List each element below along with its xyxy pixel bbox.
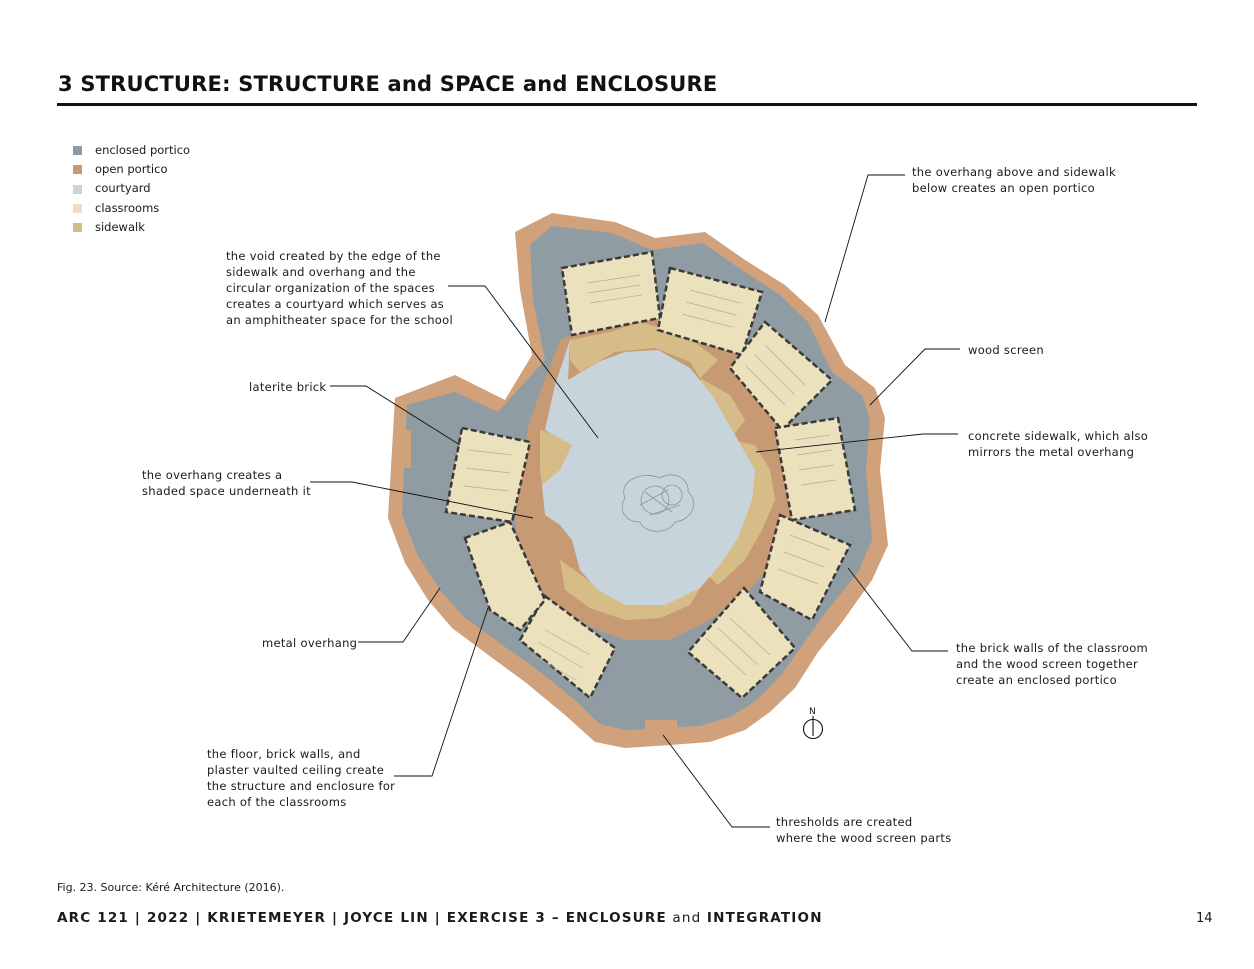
classroom	[444, 426, 532, 524]
courtyard-area	[542, 340, 755, 605]
classrooms	[444, 250, 857, 700]
legend-item-classrooms: classrooms	[73, 199, 190, 218]
north-label: N	[809, 707, 816, 717]
legend-item-open-portico: open portico	[73, 160, 190, 179]
leader-line	[330, 385, 461, 446]
leader-line	[869, 348, 960, 406]
classroom	[518, 594, 617, 700]
annotation-void-courtyard: the void created by the edge of the side…	[226, 249, 453, 327]
leader-line	[755, 433, 958, 453]
leader-line	[358, 587, 441, 643]
leader-line	[847, 567, 948, 652]
north-arrow: N	[802, 707, 824, 740]
legend-swatch	[73, 146, 82, 156]
classroom	[728, 320, 834, 432]
leader-line	[394, 607, 489, 777]
leader-lines	[310, 174, 960, 828]
classroom	[560, 250, 662, 337]
classroom	[686, 586, 797, 700]
desk-hatching	[463, 274, 837, 681]
footer-and: and	[666, 910, 707, 926]
legend-label: sidewalk	[95, 220, 145, 235]
annotation-floor-walls: the floor, brick walls, and plaster vaul…	[207, 747, 396, 809]
annotation-wood-screen: wood screen	[968, 343, 1044, 357]
legend-item-sidewalk: sidewalk	[73, 218, 190, 237]
annotation-thresholds: thresholds are created where the wood sc…	[776, 815, 952, 845]
threshold-notch	[395, 430, 411, 468]
annotation-laterite-brick: laterite brick	[249, 380, 327, 394]
sidewalk-area	[700, 378, 775, 585]
legend-swatch	[73, 165, 82, 175]
leader-line	[662, 734, 770, 828]
threshold-notch	[645, 720, 677, 742]
annotation-concrete-sidewalk: concrete sidewalk, which also mirrors th…	[968, 429, 1149, 459]
footer: ARC 121 | 2022 | KRIETEMEYER | JOYCE LIN…	[57, 910, 823, 926]
page-title: 3 STRUCTURE: STRUCTURE and SPACE and ENC…	[58, 72, 718, 96]
title-rule	[57, 103, 1197, 106]
legend-label: courtyard	[95, 181, 151, 196]
leader-line	[448, 285, 599, 439]
legend-swatch	[73, 184, 82, 194]
figure-caption: Fig. 23. Source: Kéré Architecture (2016…	[57, 881, 285, 894]
classroom	[463, 520, 547, 632]
footer-integration: INTEGRATION	[706, 910, 823, 926]
leader-line	[310, 481, 534, 519]
legend: enclosed portico open portico courtyard …	[73, 141, 190, 237]
leader-line	[824, 174, 905, 323]
legend-swatch	[73, 223, 82, 233]
legend-label: classrooms	[95, 200, 160, 215]
annotation-overhang-shade: the overhang creates a shaded space unde…	[142, 468, 311, 498]
legend-item-enclosed-portico: enclosed portico	[73, 141, 190, 160]
page-number: 14	[1196, 911, 1213, 926]
classroom	[656, 266, 764, 357]
footer-course: ARC 121 | 2022 | KRIETEMEYER | JOYCE LIN…	[57, 910, 667, 926]
classroom	[758, 513, 852, 622]
tree-sketch	[621, 474, 695, 532]
legend-swatch	[73, 204, 82, 214]
legend-label: enclosed portico	[95, 142, 191, 157]
annotation-metal-overhang: metal overhang	[262, 636, 358, 650]
legend-item-courtyard: courtyard	[73, 180, 190, 199]
annotation-brick-walls: the brick walls of the classroom and the…	[956, 641, 1149, 687]
annotation-overhang-sidewalk: the overhang above and sidewalk below cr…	[912, 165, 1116, 195]
legend-label: open portico	[95, 162, 168, 177]
